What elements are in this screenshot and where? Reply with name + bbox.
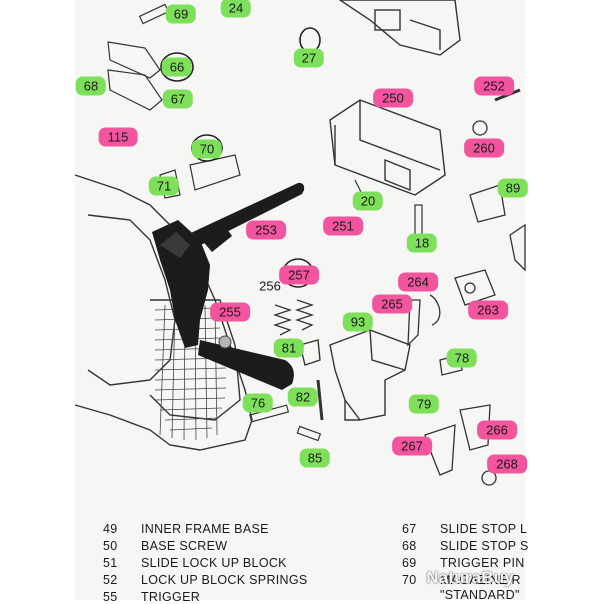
part-number-label: 85 <box>299 448 331 468</box>
legend-row: 55 TRIGGER <box>103 590 200 604</box>
spring-drawing <box>272 299 315 336</box>
legend-number: 70 <box>402 573 417 587</box>
part-number-label: 68 <box>75 76 107 96</box>
legend-number: 50 <box>103 539 118 553</box>
legend-number: 52 <box>103 573 118 587</box>
legend-name: TRIGGER PIN <box>440 556 525 570</box>
part-number-label: 66 <box>161 57 193 77</box>
part-number-label: 79 <box>408 394 440 414</box>
part-number-label: 260 <box>464 138 504 158</box>
part-number-label: 252 <box>474 76 514 96</box>
part-number-label: 268 <box>487 454 527 474</box>
part-number-label: 115 <box>98 127 138 147</box>
part-number-label: 264 <box>398 272 438 292</box>
part-number-label: 70 <box>191 139 223 159</box>
legend-row: 51 SLIDE LOCK UP BLOCK <box>103 556 287 570</box>
legend-row: 50 BASE SCREW <box>103 539 227 553</box>
watermark: NaturaBuy <box>426 568 514 587</box>
part-number-label: 255 <box>210 302 250 322</box>
part-number-label: 253 <box>246 220 286 240</box>
black-part <box>152 182 305 390</box>
legend-number: 49 <box>103 522 118 536</box>
part-number-label: 81 <box>273 338 305 358</box>
legend-name: SLIDE STOP L <box>440 522 528 536</box>
lockup-block-drawing <box>329 99 446 196</box>
legend-name: LOCK UP BLOCK SPRINGS <box>141 573 308 587</box>
part-number-label: 263 <box>468 300 508 320</box>
right-margin <box>525 0 600 600</box>
legend-number: 51 <box>103 556 118 570</box>
legend-name: BASE SCREW <box>141 539 228 553</box>
legend-number: 69 <box>402 556 417 570</box>
part-number-label: 266 <box>477 420 517 440</box>
legend-row: "STANDARD" <box>402 588 520 602</box>
part-number-label: 76 <box>242 393 274 413</box>
legend-row: 52 LOCK UP BLOCK SPRINGS <box>103 573 308 587</box>
legend-row: 49 INNER FRAME BASE <box>103 522 269 536</box>
top-frame-drawing <box>338 0 461 56</box>
part-number-label: 27 <box>293 48 325 68</box>
part-number-label: 267 <box>392 436 432 456</box>
legend-name: "STANDARD" <box>440 588 520 602</box>
legend-name: MAGAZINE R <box>440 573 521 587</box>
legend-row: 70 MAGAZINE R <box>402 573 521 587</box>
legend-row: 67 SLIDE STOP L <box>402 522 527 536</box>
part-number-label: 93 <box>342 312 374 332</box>
legend-name: TRIGGER <box>141 590 201 604</box>
pin-head <box>218 335 232 349</box>
legend-name: INNER FRAME BASE <box>141 522 269 536</box>
left-margin <box>0 0 75 600</box>
part-number-label: 82 <box>287 387 319 407</box>
part-number-label: 67 <box>162 89 194 109</box>
part-number-label: 256 <box>259 278 281 294</box>
part-number-label: 24 <box>220 0 252 18</box>
part-number-label: 18 <box>406 233 438 253</box>
legend-row: 68 SLIDE STOP S <box>402 539 529 553</box>
part-number-label: 265 <box>372 294 412 314</box>
part-number-label: 71 <box>148 176 180 196</box>
legend-number: 55 <box>103 590 118 604</box>
legend-name: SLIDE STOP S <box>440 539 529 553</box>
black-part-highlight <box>160 232 190 258</box>
legend-name: SLIDE LOCK UP BLOCK <box>141 556 287 570</box>
part-number-label: 69 <box>165 4 197 24</box>
part-number-label: 20 <box>352 191 384 211</box>
part-number-label: 78 <box>446 348 478 368</box>
legend-row: 69 TRIGGER PIN <box>402 556 525 570</box>
legend-number: 68 <box>402 539 417 553</box>
part-number-label: 251 <box>323 216 363 236</box>
part-number-label: 89 <box>497 178 529 198</box>
small-parts-top-left <box>107 3 241 199</box>
housing-drawing <box>299 329 411 421</box>
part-number-label: 257 <box>279 265 319 285</box>
part-number-label: 250 <box>373 88 413 108</box>
legend-number: 67 <box>402 522 417 536</box>
